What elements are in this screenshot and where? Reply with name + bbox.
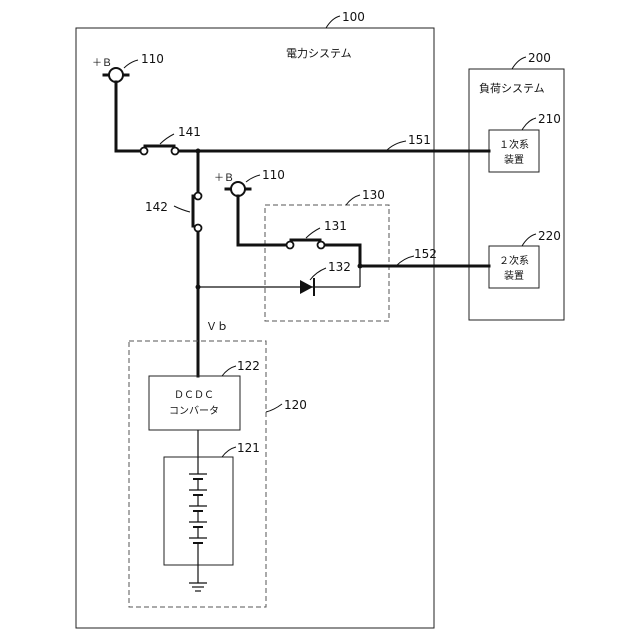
switch-141-ref: 141 (178, 125, 201, 139)
diode-132-leader (310, 268, 326, 280)
secondary-device-ref: 220 (538, 229, 561, 243)
sub-terminal-ref: 110 (262, 168, 285, 182)
sub-wire (238, 196, 287, 245)
main-terminal-circle (109, 68, 123, 82)
battery-leader (222, 447, 236, 457)
sub-terminal-label: ＋Ｂ (214, 173, 234, 184)
switch-131-leader (306, 228, 320, 238)
converter-leader (222, 366, 236, 376)
line-152-ref: 152 (414, 247, 437, 261)
battery-unit-ref: 120 (284, 398, 307, 412)
switch-131-contact-right (318, 242, 325, 249)
switch-142-contact-bottom (195, 225, 202, 232)
main-terminal-label: ＋Ｂ (92, 58, 112, 69)
primary-device-line2: 装置 (504, 153, 524, 166)
main-terminal-leader (124, 60, 138, 68)
switch-141-leader (160, 134, 174, 144)
main-terminal-ref: 110 (141, 52, 164, 66)
main-wire (116, 82, 141, 151)
load-system-box (469, 69, 564, 320)
power-system-ref: 100 (342, 10, 365, 24)
primary-device-line1: １次系 (499, 138, 529, 151)
diode-132-anode (300, 280, 313, 294)
switch-unit-leader (346, 195, 360, 205)
secondary-device-line1: ２次系 (499, 254, 529, 267)
load-system-ref: 200 (528, 51, 551, 65)
converter-line1: ＤＣＤＣ (174, 390, 214, 401)
sub-terminal-circle (231, 182, 245, 196)
converter-ref: 122 (237, 359, 260, 373)
switch-unit-ref: 130 (362, 188, 385, 202)
switch-142-leader (174, 206, 190, 212)
sub-terminal-leader (246, 175, 260, 182)
primary-device-leader (522, 118, 536, 130)
power-system-title: 電力システム (286, 47, 352, 60)
diode-132-ref: 132 (328, 260, 351, 274)
vb-label: Ｖｂ (206, 320, 228, 333)
battery-cells (189, 457, 207, 565)
switch-142-ref: 142 (145, 200, 168, 214)
switch-131-contact-left (287, 242, 294, 249)
switch-142-contact-top (195, 193, 202, 200)
power-system-leader (326, 16, 340, 28)
switch-131-ref: 131 (324, 219, 347, 233)
battery-unit-leader (266, 404, 282, 412)
converter-line2: コンバータ (169, 405, 219, 417)
switch-141-contact-left (141, 148, 148, 155)
power-system-box (76, 28, 434, 628)
switch-141-contact-right (172, 148, 179, 155)
secondary-device-leader (522, 234, 536, 246)
ground-icon (189, 583, 207, 591)
load-system-title: 負荷システム (479, 82, 545, 95)
battery-ref: 121 (237, 441, 260, 455)
secondary-device-line2: 装置 (504, 269, 524, 282)
line-151-ref: 151 (408, 133, 431, 147)
load-system-leader (512, 57, 526, 69)
converter-box (149, 376, 240, 430)
primary-device-ref: 210 (538, 112, 561, 126)
